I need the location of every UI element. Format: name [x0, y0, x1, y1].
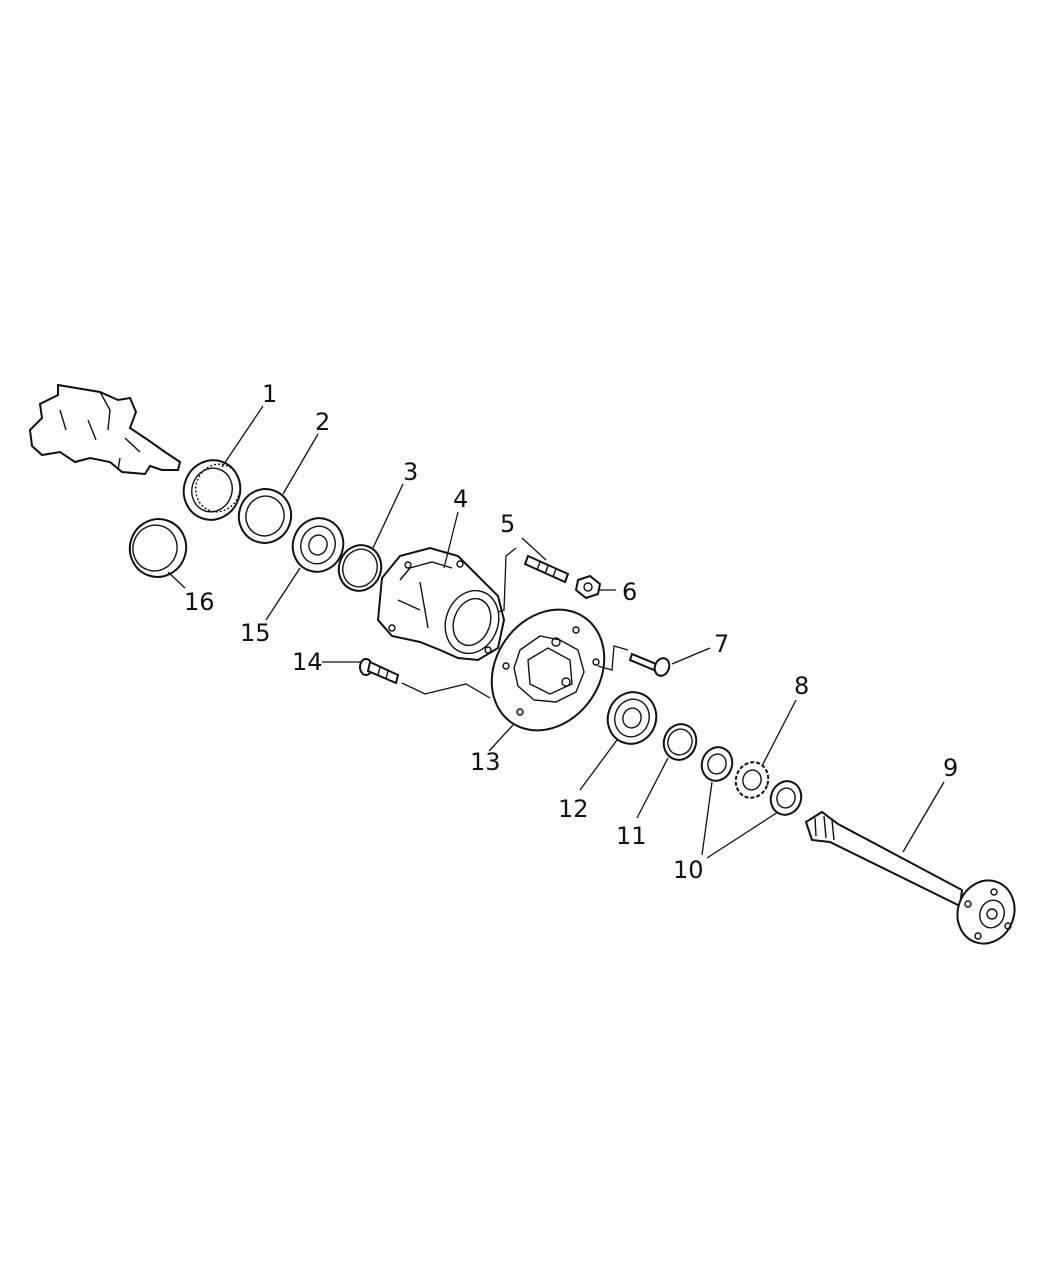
part-11-washer	[662, 723, 698, 761]
callout-5: 5	[500, 510, 515, 538]
part-16-cup	[128, 518, 188, 578]
callout-9: 9	[943, 754, 958, 782]
callout-labels: 1 2 3 4 5 6 7 8 9 10 11 12 13 14 15 16	[184, 380, 958, 884]
callout-14: 14	[292, 648, 323, 676]
part-9-axle-shaft	[804, 810, 1016, 945]
callout-10: 10	[673, 856, 704, 884]
part-15-bearing	[291, 517, 345, 573]
part-13-backing-plate	[490, 608, 606, 732]
axle-housing-end	[28, 383, 182, 476]
callout-15: 15	[240, 619, 271, 647]
part-8-lock-washer	[734, 761, 770, 799]
callout-8: 8	[794, 672, 809, 700]
part-6-nut	[574, 574, 602, 600]
callout-11: 11	[616, 822, 647, 850]
callout-6: 6	[622, 578, 637, 606]
callout-3: 3	[403, 458, 418, 486]
callout-2: 2	[315, 408, 330, 436]
part-14-bolt	[359, 658, 400, 685]
part-4-housing	[376, 546, 506, 662]
part-7-bolt	[628, 652, 671, 677]
leader-lines	[167, 405, 945, 859]
part-5-stud	[523, 554, 570, 584]
part-1-bearing-seal	[182, 459, 242, 521]
part-10-nut-inner	[700, 746, 734, 782]
callout-12: 12	[558, 795, 589, 823]
part-3-o-ring	[337, 544, 383, 592]
part-12-bearing	[606, 691, 658, 745]
callout-16: 16	[184, 588, 215, 616]
callout-13: 13	[470, 748, 501, 776]
part-2-bearing-cup	[237, 488, 293, 544]
callout-4: 4	[453, 485, 468, 513]
callout-7: 7	[714, 630, 729, 658]
part-10-nut-outer	[769, 780, 803, 816]
callout-1: 1	[262, 380, 277, 408]
